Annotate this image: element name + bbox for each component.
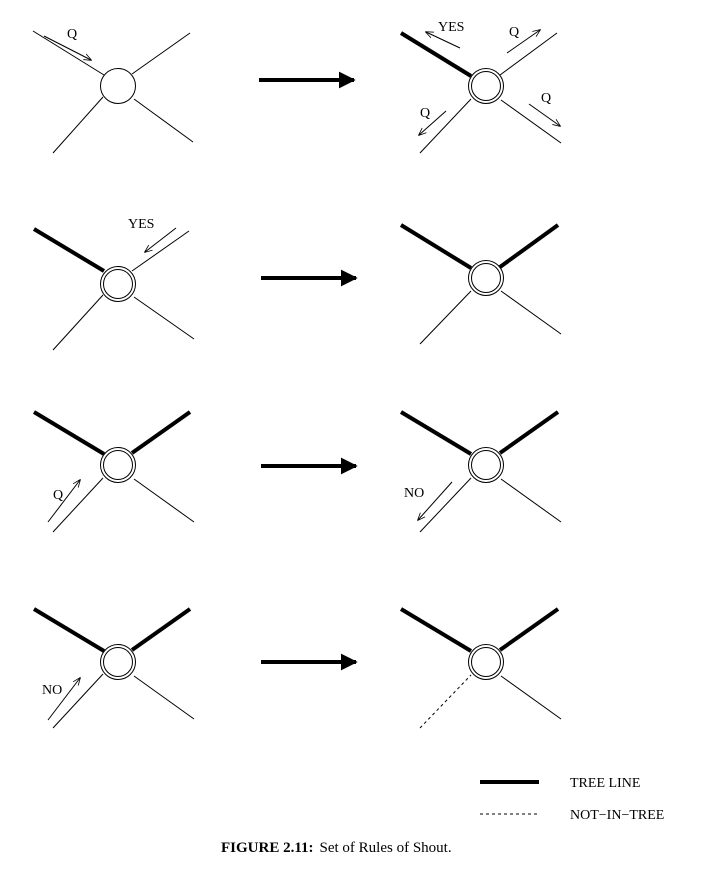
no-arrow xyxy=(418,481,453,520)
tree-edge-nw xyxy=(32,607,106,653)
rule-3-after: NO xyxy=(399,410,562,533)
node-outer xyxy=(100,644,136,680)
node-inner xyxy=(103,269,133,299)
node-outer xyxy=(100,447,136,483)
rule-2-before: YES xyxy=(32,217,195,351)
tree-edge-ne xyxy=(130,607,192,652)
edge-sw xyxy=(419,98,472,154)
tree-edge-nw xyxy=(32,410,106,456)
tree-edge-ne xyxy=(498,223,560,269)
caption-number: FIGURE 2.11: xyxy=(221,840,314,856)
node-inner xyxy=(471,450,501,480)
tree-edge-ne xyxy=(498,410,560,455)
edge-sw xyxy=(419,290,472,345)
tree-edge-nw xyxy=(399,410,473,456)
node-inner xyxy=(471,71,501,101)
rule-3-before: Q xyxy=(32,410,195,533)
node xyxy=(100,68,136,104)
tree-edge-ne xyxy=(498,607,560,652)
edge-sw xyxy=(52,477,104,533)
rule-1-after: YES Q Q Q xyxy=(399,20,562,154)
edge-ne xyxy=(499,32,558,76)
q-arrow-sw xyxy=(419,110,447,135)
message-arrow xyxy=(43,35,91,60)
q-label-se: Q xyxy=(541,91,551,106)
tree-edge-ne xyxy=(130,410,192,455)
q-arrow-se xyxy=(528,103,560,126)
node-outer xyxy=(100,266,136,302)
rule-4-before: NO xyxy=(32,607,195,729)
legend-tree-line-label: TREE LINE xyxy=(570,776,640,791)
yes-arrow xyxy=(145,227,177,252)
node-outer xyxy=(468,260,504,296)
tree-edge-nw xyxy=(32,227,106,273)
edge-se xyxy=(500,478,562,523)
no-label: NO xyxy=(404,486,424,501)
legend-not-in-tree-label: NOT−IN−TREE xyxy=(570,808,664,823)
tree-edge-nw xyxy=(399,31,473,78)
edge-se xyxy=(133,296,195,340)
edge-se xyxy=(133,98,194,143)
q-label: Q xyxy=(53,488,63,503)
caption-text: Set of Rules of Shout. xyxy=(320,840,452,856)
node-outer xyxy=(468,644,504,680)
edge-se xyxy=(500,99,562,144)
node-inner xyxy=(471,263,501,293)
edge-nw xyxy=(32,30,105,76)
not-in-tree-edge-sw xyxy=(419,674,472,729)
yes-label: YES xyxy=(128,217,154,232)
edge-sw xyxy=(52,96,104,154)
q-arrow-ne xyxy=(506,30,540,54)
yes-arrow xyxy=(426,32,461,49)
no-arrow xyxy=(47,678,80,721)
no-label: NO xyxy=(42,683,62,698)
edge-sw xyxy=(52,673,104,729)
node-outer xyxy=(468,447,504,483)
edge-se xyxy=(133,478,195,523)
edge-se xyxy=(500,675,562,720)
edge-sw xyxy=(52,294,104,351)
edge-se xyxy=(500,290,562,335)
message-q-label: Q xyxy=(67,27,77,42)
node-inner xyxy=(471,647,501,677)
q-label-ne: Q xyxy=(509,25,519,40)
edge-ne xyxy=(131,32,191,75)
edge-ne xyxy=(131,230,190,272)
yes-label: YES xyxy=(438,20,464,35)
edge-se xyxy=(133,675,195,720)
node-inner xyxy=(103,450,133,480)
node-outer xyxy=(468,68,504,104)
node-inner xyxy=(103,647,133,677)
rule-2-after xyxy=(399,223,562,345)
rule-4-after xyxy=(399,607,562,729)
tree-edge-nw xyxy=(399,607,473,653)
rule-1-before: Q xyxy=(32,27,194,154)
q-arrow xyxy=(47,480,80,523)
tree-edge-nw xyxy=(399,223,473,270)
figure-caption: FIGURE 2.11: Set of Rules of Shout. xyxy=(221,840,452,856)
q-label-sw: Q xyxy=(420,106,430,121)
legend: TREE LINE NOT−IN−TREE xyxy=(480,776,664,823)
edge-sw xyxy=(419,477,472,533)
